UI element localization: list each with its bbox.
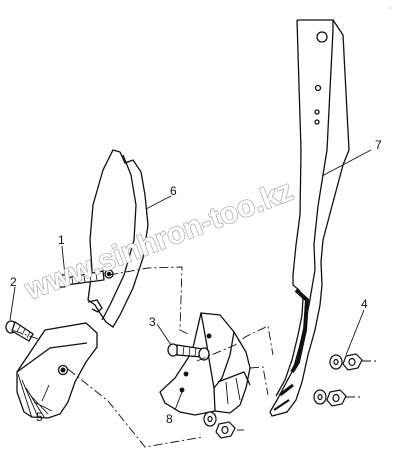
bolt-part-1 — [57, 270, 105, 288]
label-part-8: 8 — [166, 412, 173, 426]
shank-part-7 — [269, 19, 350, 417]
assembly-lines — [11, 266, 378, 448]
leader-lines — [9, 149, 372, 411]
holder-part-8 — [159, 312, 251, 416]
label-part-3: 3 — [149, 315, 156, 329]
bolt-part-2 — [5, 320, 34, 342]
label-part-5: 5 — [36, 410, 43, 424]
label-part-2: 2 — [10, 275, 17, 289]
point-part-5 — [16, 322, 98, 419]
label-part-4: 4 — [361, 297, 368, 311]
label-part-1: 1 — [58, 233, 65, 247]
bolt-part-3 — [167, 343, 210, 361]
label-part-6: 6 — [170, 184, 177, 198]
shin-guard-part-6 — [87, 149, 149, 328]
washer-nut-set-part-4 — [203, 353, 363, 439]
corner-mark: ○ — [388, 5, 392, 12]
label-part-7: 7 — [375, 138, 382, 152]
